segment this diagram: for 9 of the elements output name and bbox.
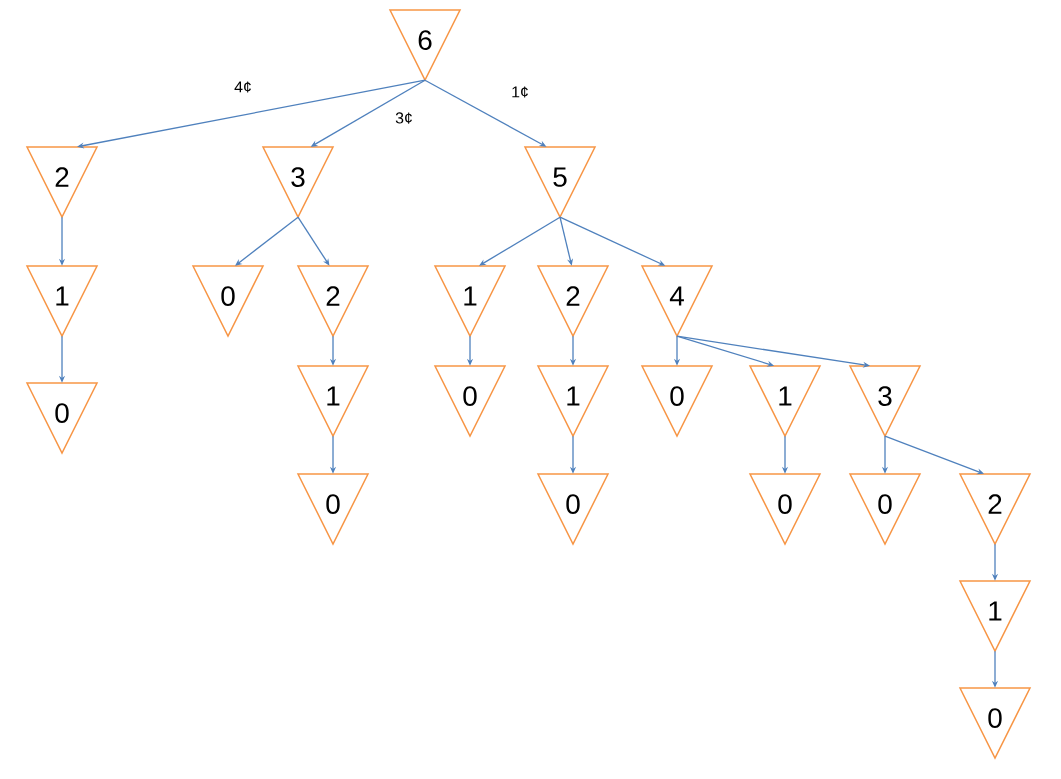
arrow xyxy=(77,79,426,149)
arrow xyxy=(884,435,984,475)
edge-label: 3¢ xyxy=(394,111,414,125)
arrow xyxy=(235,216,299,266)
edge-label: 1¢ xyxy=(510,85,530,99)
arrow xyxy=(479,216,561,266)
edge-label: 4¢ xyxy=(233,80,253,94)
arrow xyxy=(676,335,870,368)
arrow xyxy=(297,216,330,266)
